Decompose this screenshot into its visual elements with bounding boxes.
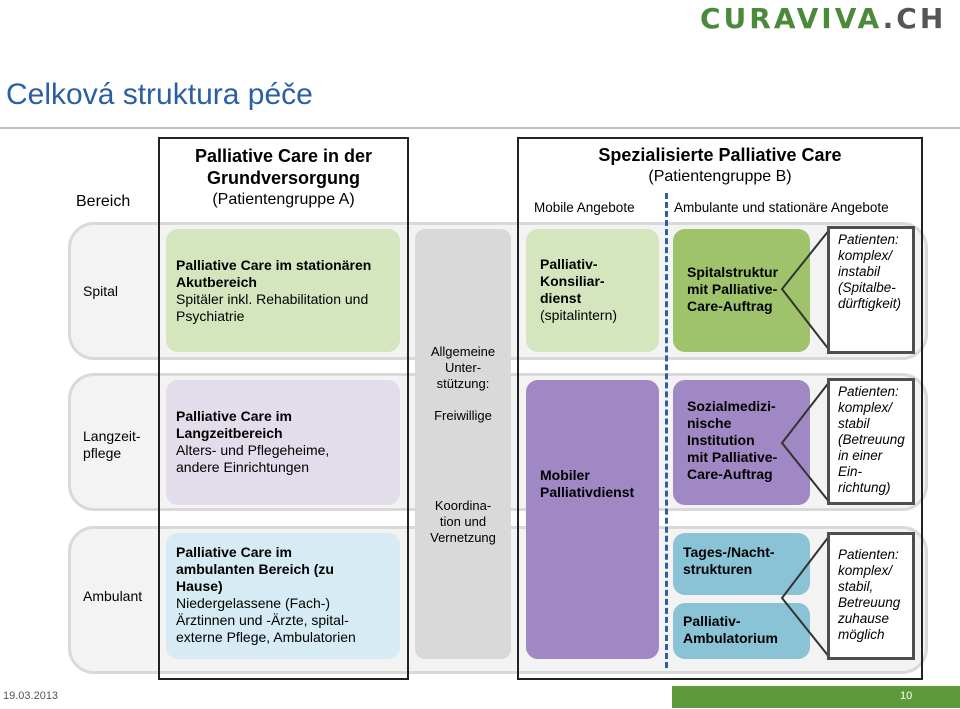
support-column	[415, 229, 511, 659]
support-allgemein: Allgemeine Unter- stützung:	[430, 344, 496, 391]
box-ambulanter-bereich: Palliative Care im ambulanten Bereich (z…	[166, 533, 400, 659]
frame-spezialisiert	[517, 137, 923, 680]
patient-box-instabil: Patienten: komplex/ instabil (Spitalbe- …	[827, 226, 915, 354]
box-spitalstruktur-title: Spitalstruktur mit Palliative- Care-Auft…	[687, 264, 779, 314]
mobile-stationaer-divider	[665, 193, 668, 668]
box-tages-nachtstrukturen: Tages-/Nacht- strukturen	[673, 533, 810, 595]
bracket-spital	[780, 228, 831, 352]
box-mobiler-palliativdienst: Mobiler Palliativdienst	[526, 380, 659, 659]
patient-box-stabil-einrichtung: Patienten: komplex/ stabil (Betreuung in…	[827, 378, 915, 505]
curaviva-logo: CURAVIVA.CH	[700, 2, 946, 35]
box-langzeitbereich-text: Alters- und Pflegeheime, andere Einricht…	[176, 442, 330, 475]
box-ambulanter-bereich-text: Niedergelassene (Fach-) Ärztinnen und -Ä…	[176, 595, 356, 645]
frame-grundversorgung	[158, 137, 409, 680]
box-spital-akutbereich-text: Spitäler inkl. Rehabilitation und Psychi…	[176, 291, 369, 324]
box-palliativ-ambulatorium: Palliativ- Ambulatorium	[673, 603, 810, 659]
box-spital-akutbereich-title: Palliative Care im stationären Akutberei…	[176, 257, 372, 290]
box-konsiliardienst-title: Palliativ- Konsiliar- dienst	[540, 256, 605, 306]
heading-spezialisiert: Spezialisierte Palliative Care	[598, 145, 842, 165]
row-label-langzeit: Langzeit- pflege	[83, 428, 141, 461]
footer-bar	[672, 686, 960, 708]
row-label-ambulant: Ambulant	[83, 588, 143, 604]
bracket-langzeit	[780, 380, 831, 504]
logo-domain: .CH	[882, 2, 947, 35]
box-langzeitbereich: Palliative Care im Langzeitbereich Alter…	[166, 380, 400, 505]
box-palliativ-ambulatorium-title: Palliativ- Ambulatorium	[683, 613, 778, 646]
heading-patientengruppe-b: (Patientengruppe B)	[648, 168, 792, 185]
page-title: Celková struktura péče	[6, 78, 313, 111]
box-tages-nachtstrukturen-title: Tages-/Nacht- strukturen	[683, 544, 775, 577]
box-ambulanter-bereich-title: Palliative Care im ambulanten Bereich (z…	[176, 544, 334, 594]
bracket-ambulant	[780, 534, 831, 659]
support-koordination: Koordina- tion und Vernetzung	[430, 498, 496, 545]
page-number: 10	[900, 690, 913, 702]
ambulante-angebote-label: Ambulante und stationäre Angebote	[674, 200, 889, 215]
box-langzeitbereich-title: Palliative Care im Langzeitbereich	[176, 408, 292, 441]
mobile-angebote-label: Mobile Angebote	[534, 200, 635, 215]
footer-date: 19.03.2013	[3, 690, 59, 702]
box-sozialmedizinische-institution: Sozialmedizi- nische Institution mit Pal…	[673, 380, 810, 505]
title-divider	[0, 127, 960, 129]
logo-name: CURAVIVA	[700, 2, 883, 35]
row-label-spital: Spital	[83, 283, 119, 299]
box-spitalstruktur: Spitalstruktur mit Palliative- Care-Auft…	[673, 229, 810, 352]
support-freiwillige: Freiwillige	[434, 408, 492, 423]
box-sozialmedizinische-institution-title: Sozialmedizi- nische Institution mit Pal…	[687, 398, 778, 482]
heading-patientengruppe-a: (Patientengruppe A)	[212, 191, 355, 208]
box-konsiliardienst: Palliativ- Konsiliar- dienst (spitalinte…	[526, 229, 659, 352]
heading-grundversorgung: Palliative Care in der Grundversorgung	[194, 146, 373, 188]
box-spital-akutbereich: Palliative Care im stationären Akutberei…	[166, 229, 400, 352]
box-mobiler-palliativdienst-title: Mobiler Palliativdienst	[540, 467, 635, 500]
bereich-label: Bereich	[76, 193, 131, 210]
patient-box-stabil-zuhause: Patienten: komplex/ stabil, Betreuung zu…	[827, 532, 915, 660]
box-konsiliardienst-text: (spitalintern)	[540, 307, 618, 323]
